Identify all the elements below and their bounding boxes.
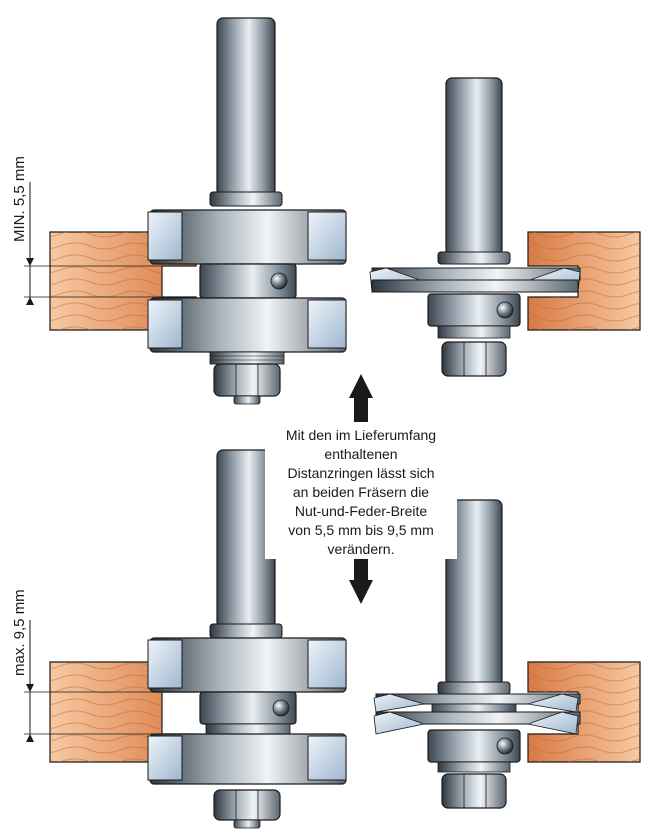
wood-board-top-right	[527, 231, 641, 331]
bottom-right-cutter	[373, 499, 641, 809]
nut-bottom-right	[441, 773, 507, 809]
caption-line: von 5,5 mm bis 9,5 mm	[288, 522, 434, 538]
top-right-cutter	[369, 77, 641, 377]
wood-board-bottom-right	[527, 661, 641, 763]
caption-line: Distanzringen lässt sich	[287, 465, 435, 481]
nut-top-left	[213, 363, 281, 397]
caption-line: an beiden Fräsern die	[292, 484, 430, 500]
carbide-tip	[147, 211, 183, 261]
caption-line: Mit den im Lieferumfang	[285, 427, 437, 443]
dimension-bottom-label: max. 9,5 mm	[11, 589, 28, 676]
bearing-ball	[270, 272, 288, 290]
dimension-top: MIN. 5,5 mm	[11, 156, 196, 305]
caption-line: enthaltenen	[324, 446, 398, 462]
nut-bottom-left	[213, 789, 281, 821]
nut-top-right	[441, 341, 507, 377]
arrow-down-icon	[349, 556, 373, 604]
bottom-left-cutter	[49, 449, 347, 829]
dimension-bottom: max. 9,5 mm	[11, 589, 196, 742]
arrow-up-icon	[349, 374, 373, 422]
caption-line: verändern.	[327, 541, 395, 557]
caption-line: Nut-und-Feder-Breite	[294, 503, 428, 519]
dimension-top-label: MIN. 5,5 mm	[11, 156, 28, 242]
shank-top-left	[216, 17, 276, 197]
shank-top-right	[445, 77, 503, 257]
caption-text: Mit den im Lieferumfang enthaltenen Dist…	[265, 426, 457, 559]
top-left-cutter	[49, 17, 347, 405]
